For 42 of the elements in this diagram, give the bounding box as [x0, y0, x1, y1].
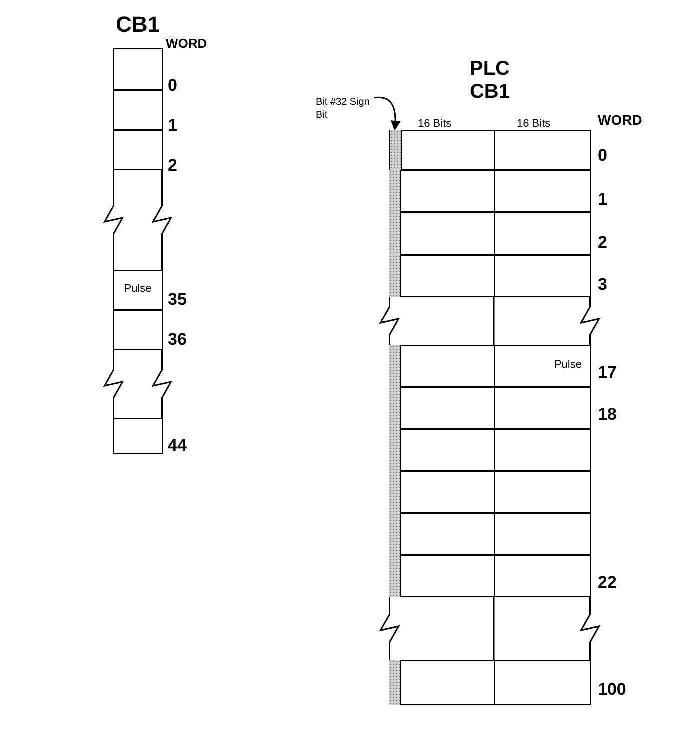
memory-row — [113, 48, 163, 90]
memory-row — [389, 345, 591, 387]
memory-row — [113, 310, 163, 350]
memory-row — [389, 387, 591, 429]
word-number: 22 — [598, 573, 617, 593]
word-number: 1 — [598, 190, 608, 210]
memory-row — [389, 255, 591, 297]
memory-row — [389, 130, 591, 170]
word-number: 2 — [168, 156, 178, 176]
column-heading: WORD — [598, 111, 642, 130]
word-number: 44 — [168, 436, 187, 456]
word-number: 0 — [598, 146, 608, 166]
memory-row — [389, 471, 591, 513]
memory-row — [389, 513, 591, 555]
shaded-sign-bit — [390, 130, 402, 170]
cell-text: Pulse — [554, 358, 582, 372]
annotation-text: Bit #32 Sign Bit — [316, 96, 372, 122]
cell-text: Pulse — [123, 282, 153, 296]
table-heading: CB1 — [114, 12, 161, 37]
leader-arrow — [374, 96, 401, 131]
memory-row — [389, 555, 591, 597]
memory-row — [389, 660, 591, 705]
word-number: 17 — [598, 363, 617, 383]
memory-row — [389, 170, 591, 212]
word-number: 18 — [598, 405, 617, 425]
word-number: 36 — [168, 330, 187, 350]
column-heading: 16 Bits — [418, 117, 452, 132]
memory-row — [389, 212, 591, 255]
word-number: 100 — [598, 680, 626, 700]
table-heading: PLC CB1 — [468, 58, 511, 104]
memory-row — [113, 270, 163, 310]
memory-row — [113, 90, 163, 130]
memory-row — [113, 418, 163, 454]
word-number: 1 — [168, 116, 178, 136]
word-number: 0 — [168, 76, 178, 96]
memory-row — [113, 130, 163, 170]
word-number: 3 — [598, 275, 608, 295]
word-number: 35 — [168, 290, 187, 310]
memory-row — [389, 429, 591, 471]
column-heading: 16 Bits — [517, 117, 551, 132]
column-heading: WORD — [166, 35, 208, 53]
word-number: 2 — [598, 233, 608, 253]
